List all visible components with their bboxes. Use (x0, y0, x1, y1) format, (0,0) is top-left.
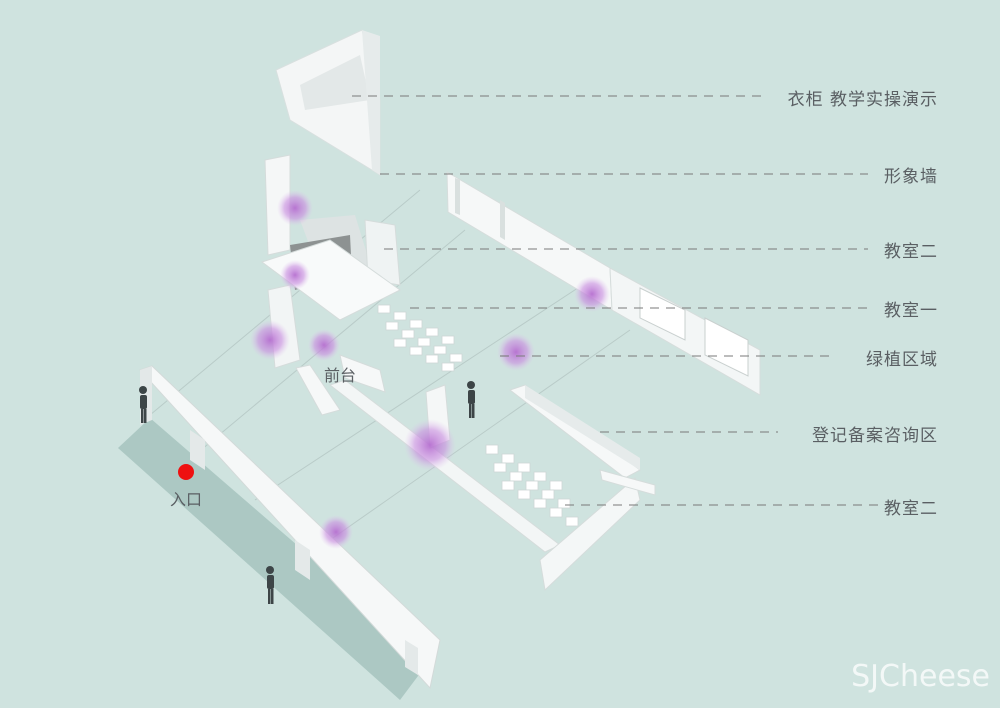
plant (250, 320, 290, 360)
plant (280, 260, 310, 290)
entrance-floor-shadow (118, 418, 430, 700)
person-silhouette (139, 386, 147, 423)
classroom-one-seats (377, 304, 463, 372)
plants (250, 190, 610, 549)
entrance-label: 入口 (170, 490, 203, 509)
callout-wardrobe-demo: 衣柜 教学实操演示 (787, 90, 938, 110)
leader-lines (352, 95, 878, 506)
plant (574, 276, 610, 312)
callout-image-wall: 形象墙 (884, 167, 938, 187)
wardrobe-panel (275, 29, 381, 176)
person-silhouette (467, 381, 475, 418)
plant (277, 190, 313, 226)
classroom-two-lower-seats (485, 444, 579, 527)
exterior-wall (139, 365, 441, 690)
image-wall (446, 171, 761, 396)
callout-plant-area: 绿植区域 (866, 350, 938, 370)
plant (404, 419, 456, 471)
entrance-marker (178, 464, 194, 480)
plant (497, 333, 535, 371)
people (139, 381, 475, 604)
reception-label: 前台 (324, 366, 357, 385)
plant (308, 329, 340, 361)
callout-classroom-one: 教室一 (884, 301, 938, 321)
plant (319, 515, 353, 549)
callout-classroom-two-upper: 教室二 (884, 242, 938, 262)
consultation-area (508, 384, 641, 479)
person-silhouette (266, 566, 274, 604)
callout-registration-area: 登记备案咨询区 (812, 426, 938, 446)
callout-classroom-two-lower: 教室二 (884, 499, 938, 519)
watermark: SJCheese (851, 659, 990, 694)
